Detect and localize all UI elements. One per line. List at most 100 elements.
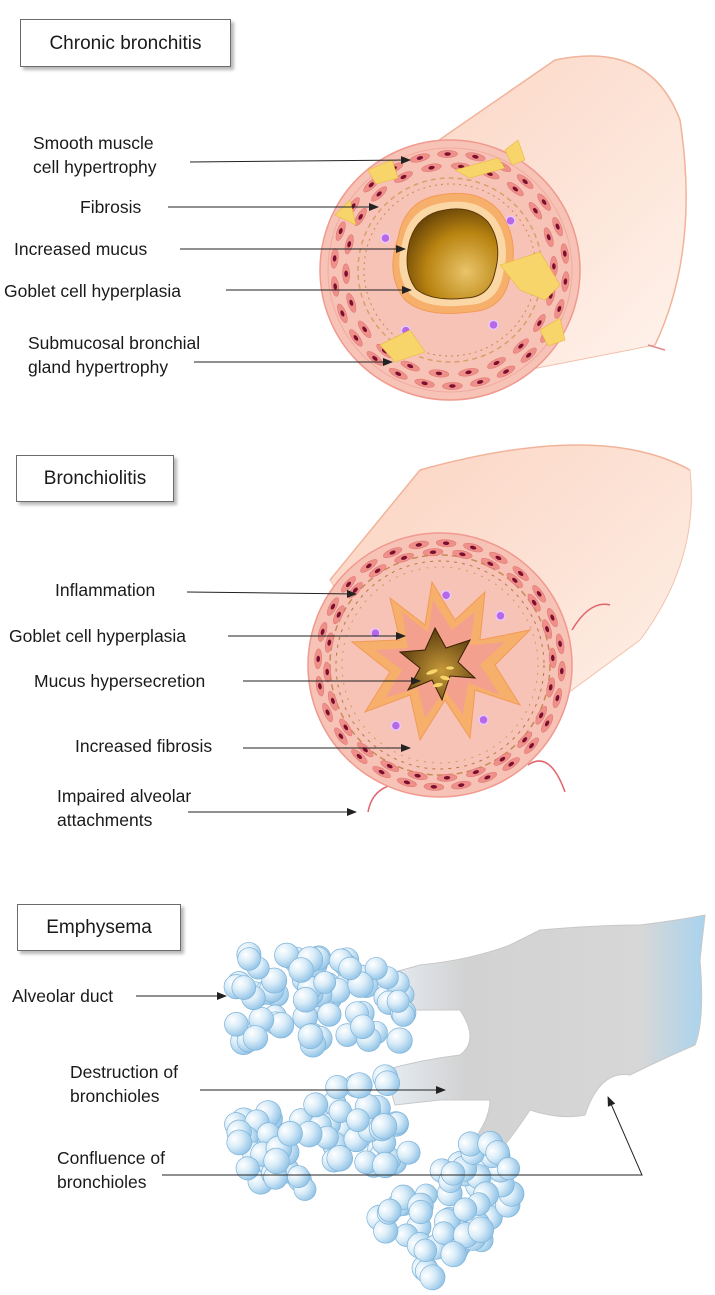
- wall-cell: [543, 227, 554, 248]
- inflammatory-cell: [478, 714, 489, 726]
- alveoli-cluster: [224, 1064, 421, 1201]
- wall-cell: [547, 608, 558, 628]
- wall-cell: [388, 368, 408, 380]
- alveolus: [263, 1147, 290, 1175]
- alveolus: [440, 1241, 467, 1268]
- label-line: Confluence of: [57, 1148, 165, 1168]
- wall-cell: [560, 243, 569, 264]
- wall-cell: [322, 702, 333, 722]
- wall-cell: [437, 150, 458, 158]
- alveolus: [440, 1161, 466, 1186]
- wall-cell: [327, 691, 338, 711]
- label-line: gland hypertrophy: [28, 357, 169, 377]
- alveolus: [373, 1218, 399, 1244]
- wall-cell: [351, 749, 368, 764]
- label-inflammation: Inflammation: [55, 578, 155, 602]
- wall-cell: [552, 688, 563, 709]
- label-line: Smooth muscle: [33, 133, 154, 153]
- wall-cell: [480, 558, 500, 570]
- label-goblet-cell-2: Goblet cell hyperplasia: [9, 624, 186, 648]
- wall-cell: [502, 757, 520, 771]
- alveolus: [346, 1108, 370, 1132]
- wall-cell: [548, 647, 557, 669]
- wall-cell: [520, 347, 537, 363]
- alveolus: [288, 957, 314, 983]
- wall-cell: [349, 329, 363, 347]
- alveolus: [467, 1216, 495, 1243]
- wall-cell: [334, 727, 348, 745]
- wall-cell: [414, 378, 435, 388]
- alveolus: [287, 1165, 310, 1189]
- wall-cell: [524, 737, 539, 754]
- wall-cell: [421, 163, 442, 172]
- wall-cell: [380, 760, 400, 772]
- wall-cell: [489, 551, 508, 564]
- wall-cell: [323, 661, 332, 683]
- alveolus: [364, 957, 388, 980]
- wall-cell: [458, 368, 479, 377]
- label-smooth-muscle: Smooth muscle cell hypertrophy: [33, 131, 157, 179]
- wall-cell: [333, 605, 345, 625]
- label-line: Alveolar duct: [12, 986, 114, 1006]
- label-line: Fibrosis: [80, 197, 142, 217]
- wall-cell: [423, 782, 445, 791]
- label-line: Increased fibrosis: [75, 736, 213, 756]
- inflammatory-cell: [380, 232, 391, 244]
- wall-cell: [326, 597, 339, 616]
- section-title-text: Emphysema: [46, 917, 152, 938]
- label-increased-fibrosis: Increased fibrosis: [75, 734, 212, 758]
- wall-cell: [408, 540, 429, 550]
- wall-cell: [407, 771, 428, 781]
- label-destruction-bronchioles: Destruction of bronchioles: [70, 1060, 178, 1108]
- wall-cell: [546, 677, 556, 698]
- alveoli-cluster: [366, 1130, 525, 1291]
- alveolus: [419, 1264, 446, 1291]
- wall-cell: [493, 752, 512, 766]
- label-line: Mucus hypersecretion: [34, 671, 206, 691]
- wall-cell: [330, 248, 339, 269]
- alveolus: [386, 1027, 413, 1054]
- bronchiole-cross-section-2: [307, 532, 573, 798]
- alveolus: [396, 1140, 421, 1165]
- wall-cell: [436, 773, 458, 782]
- section-title-text: Chronic bronchitis: [49, 32, 202, 54]
- alveolus: [413, 1238, 438, 1262]
- label-line: Destruction of: [70, 1062, 178, 1082]
- label-submucosal-gland: Submucosal bronchial gland hypertrophy: [28, 331, 200, 379]
- section-title-chronic-bronchitis: Chronic bronchitis: [20, 19, 231, 67]
- wall-cell: [542, 619, 553, 639]
- wall-cell: [357, 320, 372, 339]
- wall-cell: [541, 714, 554, 733]
- wall-cell: [452, 549, 473, 559]
- alveolus: [346, 1072, 373, 1099]
- wall-cell: [331, 276, 340, 297]
- wall-cell: [466, 767, 486, 778]
- label-line: cell hypertrophy: [33, 157, 157, 177]
- alveolus: [328, 1099, 352, 1123]
- wall-cell: [435, 539, 457, 548]
- inflammatory-cell: [370, 627, 381, 639]
- alveolus: [326, 1145, 353, 1172]
- wall-cell: [465, 152, 486, 162]
- wall-cell: [532, 585, 546, 603]
- alveolus: [317, 1002, 342, 1027]
- section-title-bronchiolitis: Bronchiolitis: [16, 455, 174, 502]
- alveolus: [224, 1012, 249, 1037]
- wall-cell: [463, 542, 484, 553]
- wall-cell: [396, 777, 417, 788]
- wall-cell: [324, 632, 334, 653]
- destroyed-bronchiole-duct: [384, 914, 706, 1151]
- wall-cell: [554, 299, 565, 319]
- label-line: Increased mucus: [14, 239, 148, 259]
- wall-cell: [335, 221, 346, 241]
- wall-cell: [537, 193, 551, 211]
- wall-cell: [342, 263, 350, 284]
- label-fibrosis: Fibrosis: [80, 195, 141, 219]
- bronchus-cross-section-1: [319, 139, 581, 401]
- wall-cell: [354, 207, 367, 226]
- wall-cell: [394, 552, 414, 563]
- alveolus: [226, 1129, 253, 1156]
- label-line: Goblet cell hyperplasia: [4, 281, 182, 301]
- wall-cell: [470, 377, 491, 387]
